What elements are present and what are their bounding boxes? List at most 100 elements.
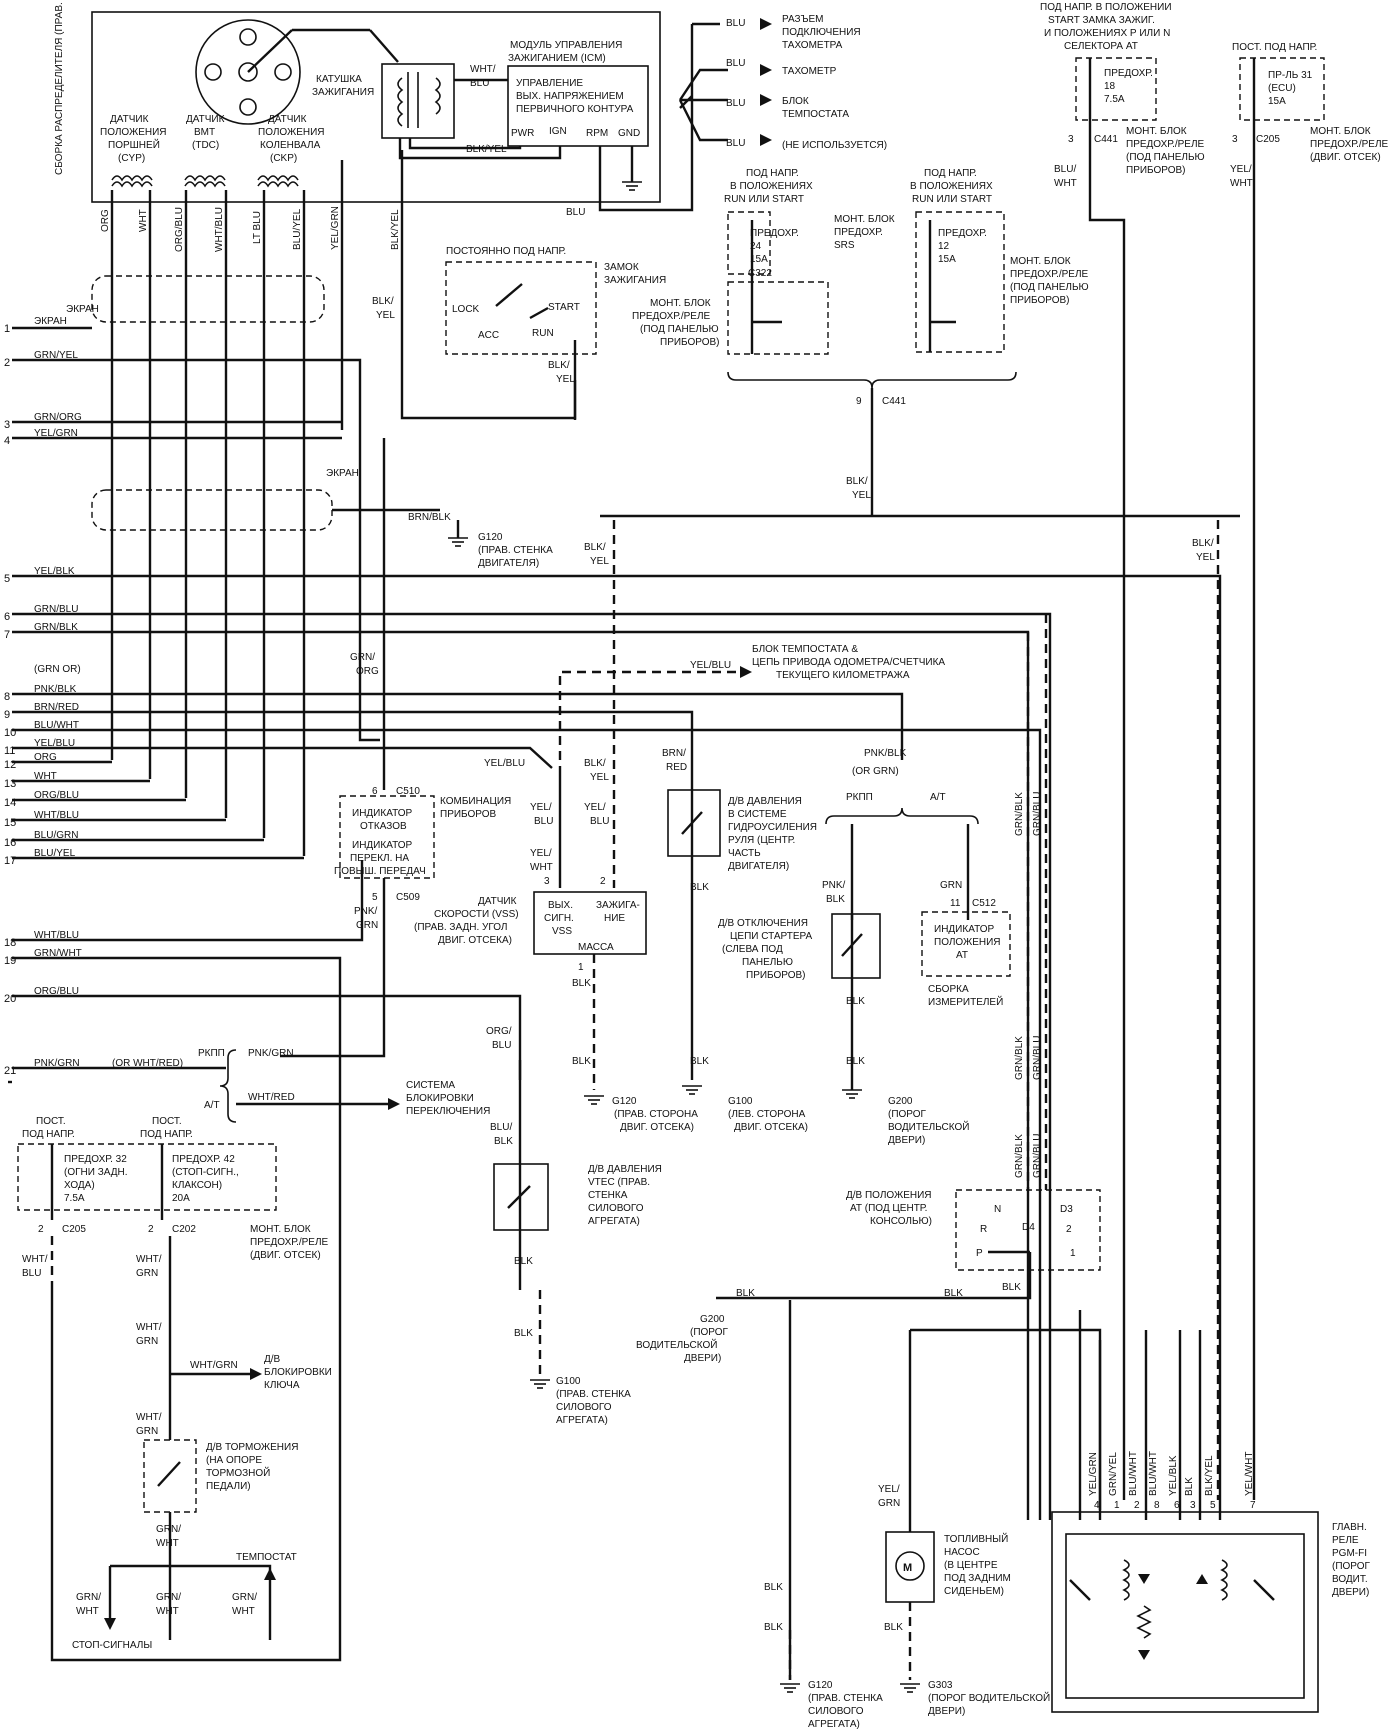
- g100-ground-icon: [682, 1085, 702, 1095]
- wire-wht-grn-f1b: GRN: [136, 1268, 158, 1279]
- srs-block-label-3: SRS: [834, 240, 855, 251]
- hot-start-pn-4: СЕЛЕКТОРА АТ: [1064, 41, 1138, 52]
- ign-switch-label: ЗАМОК: [604, 262, 639, 273]
- at-r: R: [980, 1224, 987, 1235]
- g200-ground-icon: [842, 1089, 862, 1099]
- wire-pnk-blk-2b: BLK: [826, 894, 845, 905]
- coil-label: КАТУШКА: [316, 74, 362, 85]
- fuse31-label: ПР-ЛЬ 31: [1268, 70, 1313, 81]
- c441-3b: C441: [1094, 134, 1118, 145]
- vss-label-2: СКОРОСТИ (VSS): [434, 909, 519, 920]
- at-2: 2: [1066, 1224, 1072, 1235]
- wire-rpm-blu: [598, 24, 694, 212]
- wire-blu-wht-r: BLU/: [1054, 164, 1076, 175]
- dash-block-label-3c: (ПОД ПАНЕЛЬЮ: [1126, 152, 1205, 163]
- wire-yel-blu-t: YEL/BLU: [690, 660, 731, 671]
- wire-pump-feed: [910, 1328, 1102, 1510]
- sensor-tdc-label-3: (TDC): [192, 140, 219, 151]
- g200b-label: G200: [700, 1314, 725, 1325]
- fuse24-box: [727, 211, 771, 275]
- wire-grn-wht-b1: GRN/: [156, 1524, 181, 1535]
- pin-wire-label: ЭКРАН: [34, 316, 67, 327]
- vss-out: ВЫХ.: [548, 900, 573, 911]
- c441-3: 3: [1068, 134, 1074, 145]
- pin-number: 5: [4, 573, 10, 585]
- icm-box: [507, 65, 649, 147]
- c205-2b: C205: [62, 1224, 86, 1235]
- hot-run-start-2c: RUN ИЛИ START: [912, 194, 992, 205]
- arrow-icon: [250, 1368, 262, 1380]
- wire-blk-st2: BLK: [846, 1056, 865, 1067]
- pin-number: 11: [4, 745, 15, 757]
- hot-start-pn-3: И ПОЛОЖЕНИЯХ Р ИЛИ N: [1044, 28, 1170, 39]
- ps-label-6: ДВИГАТЕЛЯ): [728, 861, 789, 872]
- sensor-ckp-label-2: ПОЛОЖЕНИЯ: [258, 127, 325, 138]
- wire-yel-grn: YEL/GRN: [330, 206, 341, 250]
- wire-wht-blu-fb: BLU: [22, 1268, 41, 1279]
- g120c-label: G120: [808, 1680, 833, 1691]
- wire-grn-blu-a: GRN/BLU: [1032, 792, 1043, 836]
- wire-wht-blu-icm-2: BLU: [470, 78, 489, 89]
- starter-label: Д/В ОТКЛЮЧЕНИЯ: [718, 918, 808, 929]
- g200-label-4: ДВЕРИ): [888, 1135, 925, 1146]
- wire-yel-grn-pb: GRN: [878, 1498, 900, 1509]
- fuel-pump-label-5: СИДЕНЬЕМ): [944, 1586, 1004, 1597]
- wire-grn-wht-b1b: WHT: [156, 1538, 179, 1549]
- distributor-assembly-box: [91, 11, 661, 203]
- vtec-label: Д/В ДАВЛЕНИЯ: [588, 1164, 662, 1175]
- wire-blk-v2: BLK: [572, 1056, 591, 1067]
- sensor-cyp-label: ДАТЧИК: [110, 114, 149, 125]
- wire-blk-yel-3b: YEL: [556, 374, 575, 385]
- vss-pin1: 1: [578, 962, 584, 973]
- fuse24-label-2: 24: [750, 241, 762, 252]
- wire-pnkgrn-mt: [280, 878, 386, 1058]
- wire-fuse32-loop: [50, 1290, 342, 1662]
- g120b-label: G120: [612, 1096, 637, 1107]
- at-1: 1: [1070, 1248, 1076, 1259]
- wire-yel-wht-v2: WHT: [530, 862, 553, 873]
- brake-switch-box: [143, 1439, 197, 1513]
- at-pos-switch-box: [955, 1189, 1101, 1271]
- wire-blk-st: BLK: [846, 996, 865, 1007]
- tach-conn-label: РАЗЪЕМ: [782, 14, 824, 25]
- sensor-cyp-coil: [111, 175, 153, 188]
- cluster-ind-4: ПЕРЕКЛ. НА: [350, 853, 409, 864]
- c510-6: 6: [372, 786, 378, 797]
- sensor-ckp-label-3: КОЛЕНВАЛА: [260, 140, 321, 151]
- wire-yel-grn-p: YEL/: [878, 1484, 900, 1495]
- vtec-label-4: СИЛОВОГО: [588, 1203, 644, 1214]
- eng-block-label-2d: (ДВИГ. ОТСЕК): [250, 1250, 321, 1261]
- wire-wht-grn-f3b: GRN: [136, 1426, 158, 1437]
- pin-wire-label: GRN/BLK: [34, 622, 78, 633]
- g120c-ground-icon: [780, 1683, 800, 1693]
- relay-wire-label: BLK/YEL: [1204, 1455, 1215, 1496]
- cluster-label-2: ПРИБОРОВ: [440, 809, 497, 820]
- icm-text-2: ВЫХ. НАПРЯЖЕНИЕМ: [516, 91, 624, 102]
- wire-grn-blk-a: GRN/BLK: [1014, 792, 1025, 836]
- c510-6b: C510: [396, 786, 420, 797]
- hot-start-pn: ПОД НАПР. В ПОЛОЖЕНИИ: [1040, 2, 1172, 13]
- coil-secondary: [434, 77, 441, 115]
- c512-11b: C512: [972, 898, 996, 909]
- wire-grn-wht-b3b: WHT: [156, 1606, 179, 1617]
- g200b-label-2: (ПОРОГ: [690, 1327, 729, 1338]
- brace-3: [219, 1049, 237, 1123]
- hot-run-start-1b: В ПОЛОЖЕНИЯХ: [730, 181, 813, 192]
- dash-block-label-2d: ПРИБОРОВ): [1010, 295, 1070, 306]
- wire-wht-red: WHT/RED: [248, 1092, 295, 1103]
- brake-label-3: ТОРМОЗНОЙ: [206, 1466, 270, 1479]
- main-relay-label-2: РЕЛЕ: [1332, 1535, 1359, 1546]
- c202-2b: C202: [172, 1224, 196, 1235]
- wire-blk-vt2: BLK: [514, 1328, 533, 1339]
- fuse18-label-3: 7.5A: [1104, 94, 1125, 105]
- pin-wire-label: WHT/BLU: [34, 810, 79, 821]
- tach-conn-label-2: ПОДКЛЮЧЕНИЯ: [782, 27, 861, 38]
- wire-grn-wht-b4: GRN/: [232, 1592, 257, 1603]
- g303-label-3: ДВЕРИ): [928, 1706, 965, 1717]
- starter-label-2: ЦЕПИ СТАРТЕРА: [730, 931, 813, 942]
- always-hot-4b: ПОД НАПР.: [140, 1129, 193, 1140]
- vss-gnd: МАССА: [578, 942, 614, 953]
- pin-number: 7: [4, 629, 10, 641]
- wire-blk-yel-6b: YEL: [590, 772, 609, 783]
- vss-ign2: НИЕ: [604, 913, 625, 924]
